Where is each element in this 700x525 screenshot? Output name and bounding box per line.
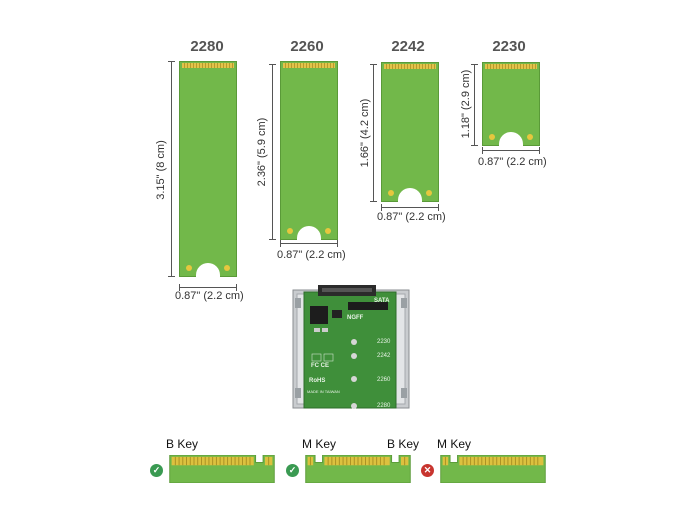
module-2260-width-label: 0.87" (2.2 cm) <box>277 249 346 261</box>
adapter-slot-2242: 2242 <box>377 353 391 359</box>
b-key-label: B Key <box>166 437 199 451</box>
module-2242-title: 2242 <box>391 38 425 55</box>
module-2260-title: 2260 <box>290 38 324 55</box>
adapter-ngff-label: NGFF <box>347 315 364 321</box>
module-2260-width-line <box>280 243 338 244</box>
m-b-key-label-b: B Key <box>387 437 420 451</box>
module-2230-length-label: 1.18" (2.9 cm) <box>460 69 472 139</box>
module-2230-card <box>482 62 540 146</box>
adapter-made-in-label: MADE IN TAIWAN <box>307 389 340 394</box>
cross-icon: ✕ <box>421 464 434 477</box>
module-2230-width-label: 0.87" (2.2 cm) <box>478 156 547 168</box>
m-key-label: M Key <box>437 437 472 451</box>
m-key-connector <box>440 455 546 483</box>
ngff-adapter-board <box>292 285 410 409</box>
module-2280-width-line <box>179 287 237 288</box>
module-2242-card <box>381 62 439 202</box>
module-2242-width-line <box>381 207 439 208</box>
module-2260-length-label: 2.36" (5.9 cm) <box>256 117 268 187</box>
adapter-sata-label: SATA <box>374 298 390 304</box>
adapter-slot-2260: 2260 <box>377 377 391 383</box>
adapter-fcc-label: FC CE <box>311 363 329 369</box>
adapter-rohs-label: RoHS <box>309 378 326 384</box>
b-key-connector <box>169 455 275 483</box>
module-2280-width-label: 0.87" (2.2 cm) <box>175 290 244 302</box>
module-2280-title: 2280 <box>190 38 224 55</box>
module-2230-length-line <box>474 64 475 146</box>
module-2230-width-line <box>482 150 540 151</box>
module-2242-length-line <box>373 64 374 202</box>
check-icon: ✓ <box>286 464 299 477</box>
m-b-key-connector <box>305 455 411 483</box>
module-2260-length-line <box>272 64 273 240</box>
module-2280-length-line <box>171 61 172 277</box>
module-2242-length-label: 1.66" (4.2 cm) <box>359 98 371 168</box>
check-icon: ✓ <box>150 464 163 477</box>
adapter-slot-2280: 2280 <box>377 403 391 409</box>
module-2280-card <box>179 61 237 277</box>
adapter-slot-2230: 2230 <box>377 339 391 345</box>
module-2230-title: 2230 <box>492 38 526 55</box>
module-2280-length-label: 3.15" (8 cm) <box>155 140 167 200</box>
m-b-key-label-m: M Key <box>302 437 337 451</box>
module-2260-card <box>280 61 338 240</box>
module-2242-width-label: 0.87" (2.2 cm) <box>377 211 446 223</box>
